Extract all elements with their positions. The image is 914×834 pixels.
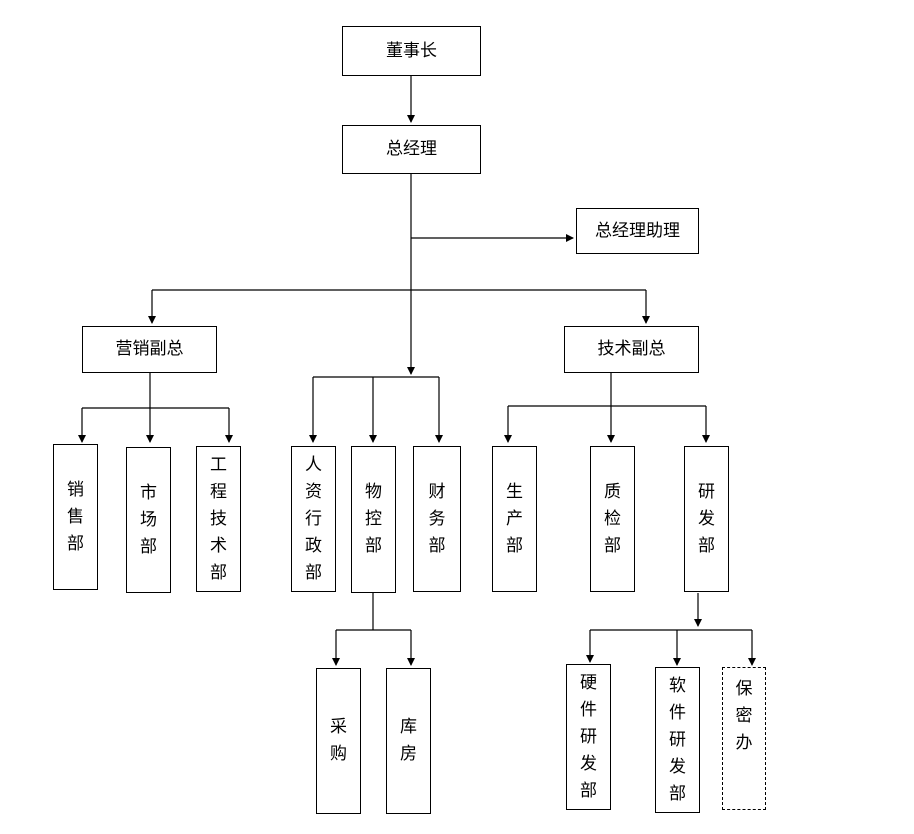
vp-marketing-label: 营销副总 <box>115 339 184 359</box>
hr-admin-dept-label: 人资行政部 <box>305 454 322 583</box>
warehouse-label: 库房 <box>400 717 417 764</box>
hr-admin-dept-box: 人资行政部 <box>291 446 336 592</box>
rnd-dept-label: 研发部 <box>698 481 715 556</box>
market-dept-label: 市场部 <box>140 482 157 557</box>
gm-assistant-label: 总经理助理 <box>595 220 680 241</box>
warehouse-box: 库房 <box>386 668 431 814</box>
quality-dept-box: 质检部 <box>590 446 635 592</box>
purchasing-box: 采购 <box>316 668 361 814</box>
gm-assistant-box: 总经理助理 <box>576 208 699 254</box>
finance-dept-label: 财务部 <box>428 481 446 556</box>
purchasing-label: 采购 <box>330 717 347 764</box>
engineering-dept-box: 工程技术部 <box>196 446 241 592</box>
materials-dept-label: 物控部 <box>365 482 382 556</box>
security-office-label: 保密办 <box>735 679 753 753</box>
vp-technology-box: 技术副总 <box>564 326 699 373</box>
production-dept-label: 生产部 <box>506 481 523 556</box>
security-office-box: 保密办 <box>722 667 766 810</box>
sales-dept-label: 销售部 <box>67 479 84 554</box>
materials-dept-box: 物控部 <box>351 446 396 593</box>
production-dept-box: 生产部 <box>492 446 537 592</box>
hardware-rnd-label: 硬件研发部 <box>580 672 597 801</box>
vp-marketing-box: 营销副总 <box>82 326 217 373</box>
finance-dept-box: 财务部 <box>413 446 461 592</box>
chairman-box: 董事长 <box>342 26 481 76</box>
engineering-dept-label: 工程技术部 <box>210 454 227 583</box>
general-manager-label: 总经理 <box>386 139 437 159</box>
chairman-label: 董事长 <box>386 40 437 61</box>
quality-dept-label: 质检部 <box>604 481 621 556</box>
market-dept-box: 市场部 <box>126 447 171 593</box>
software-rnd-label: 软件研发部 <box>669 675 686 804</box>
rnd-dept-box: 研发部 <box>684 446 729 592</box>
vp-technology-label: 技术副总 <box>597 339 666 359</box>
sales-dept-box: 销售部 <box>53 444 98 590</box>
general-manager-box: 总经理 <box>342 125 481 174</box>
hardware-rnd-box: 硬件研发部 <box>566 664 611 810</box>
software-rnd-box: 软件研发部 <box>655 667 700 813</box>
